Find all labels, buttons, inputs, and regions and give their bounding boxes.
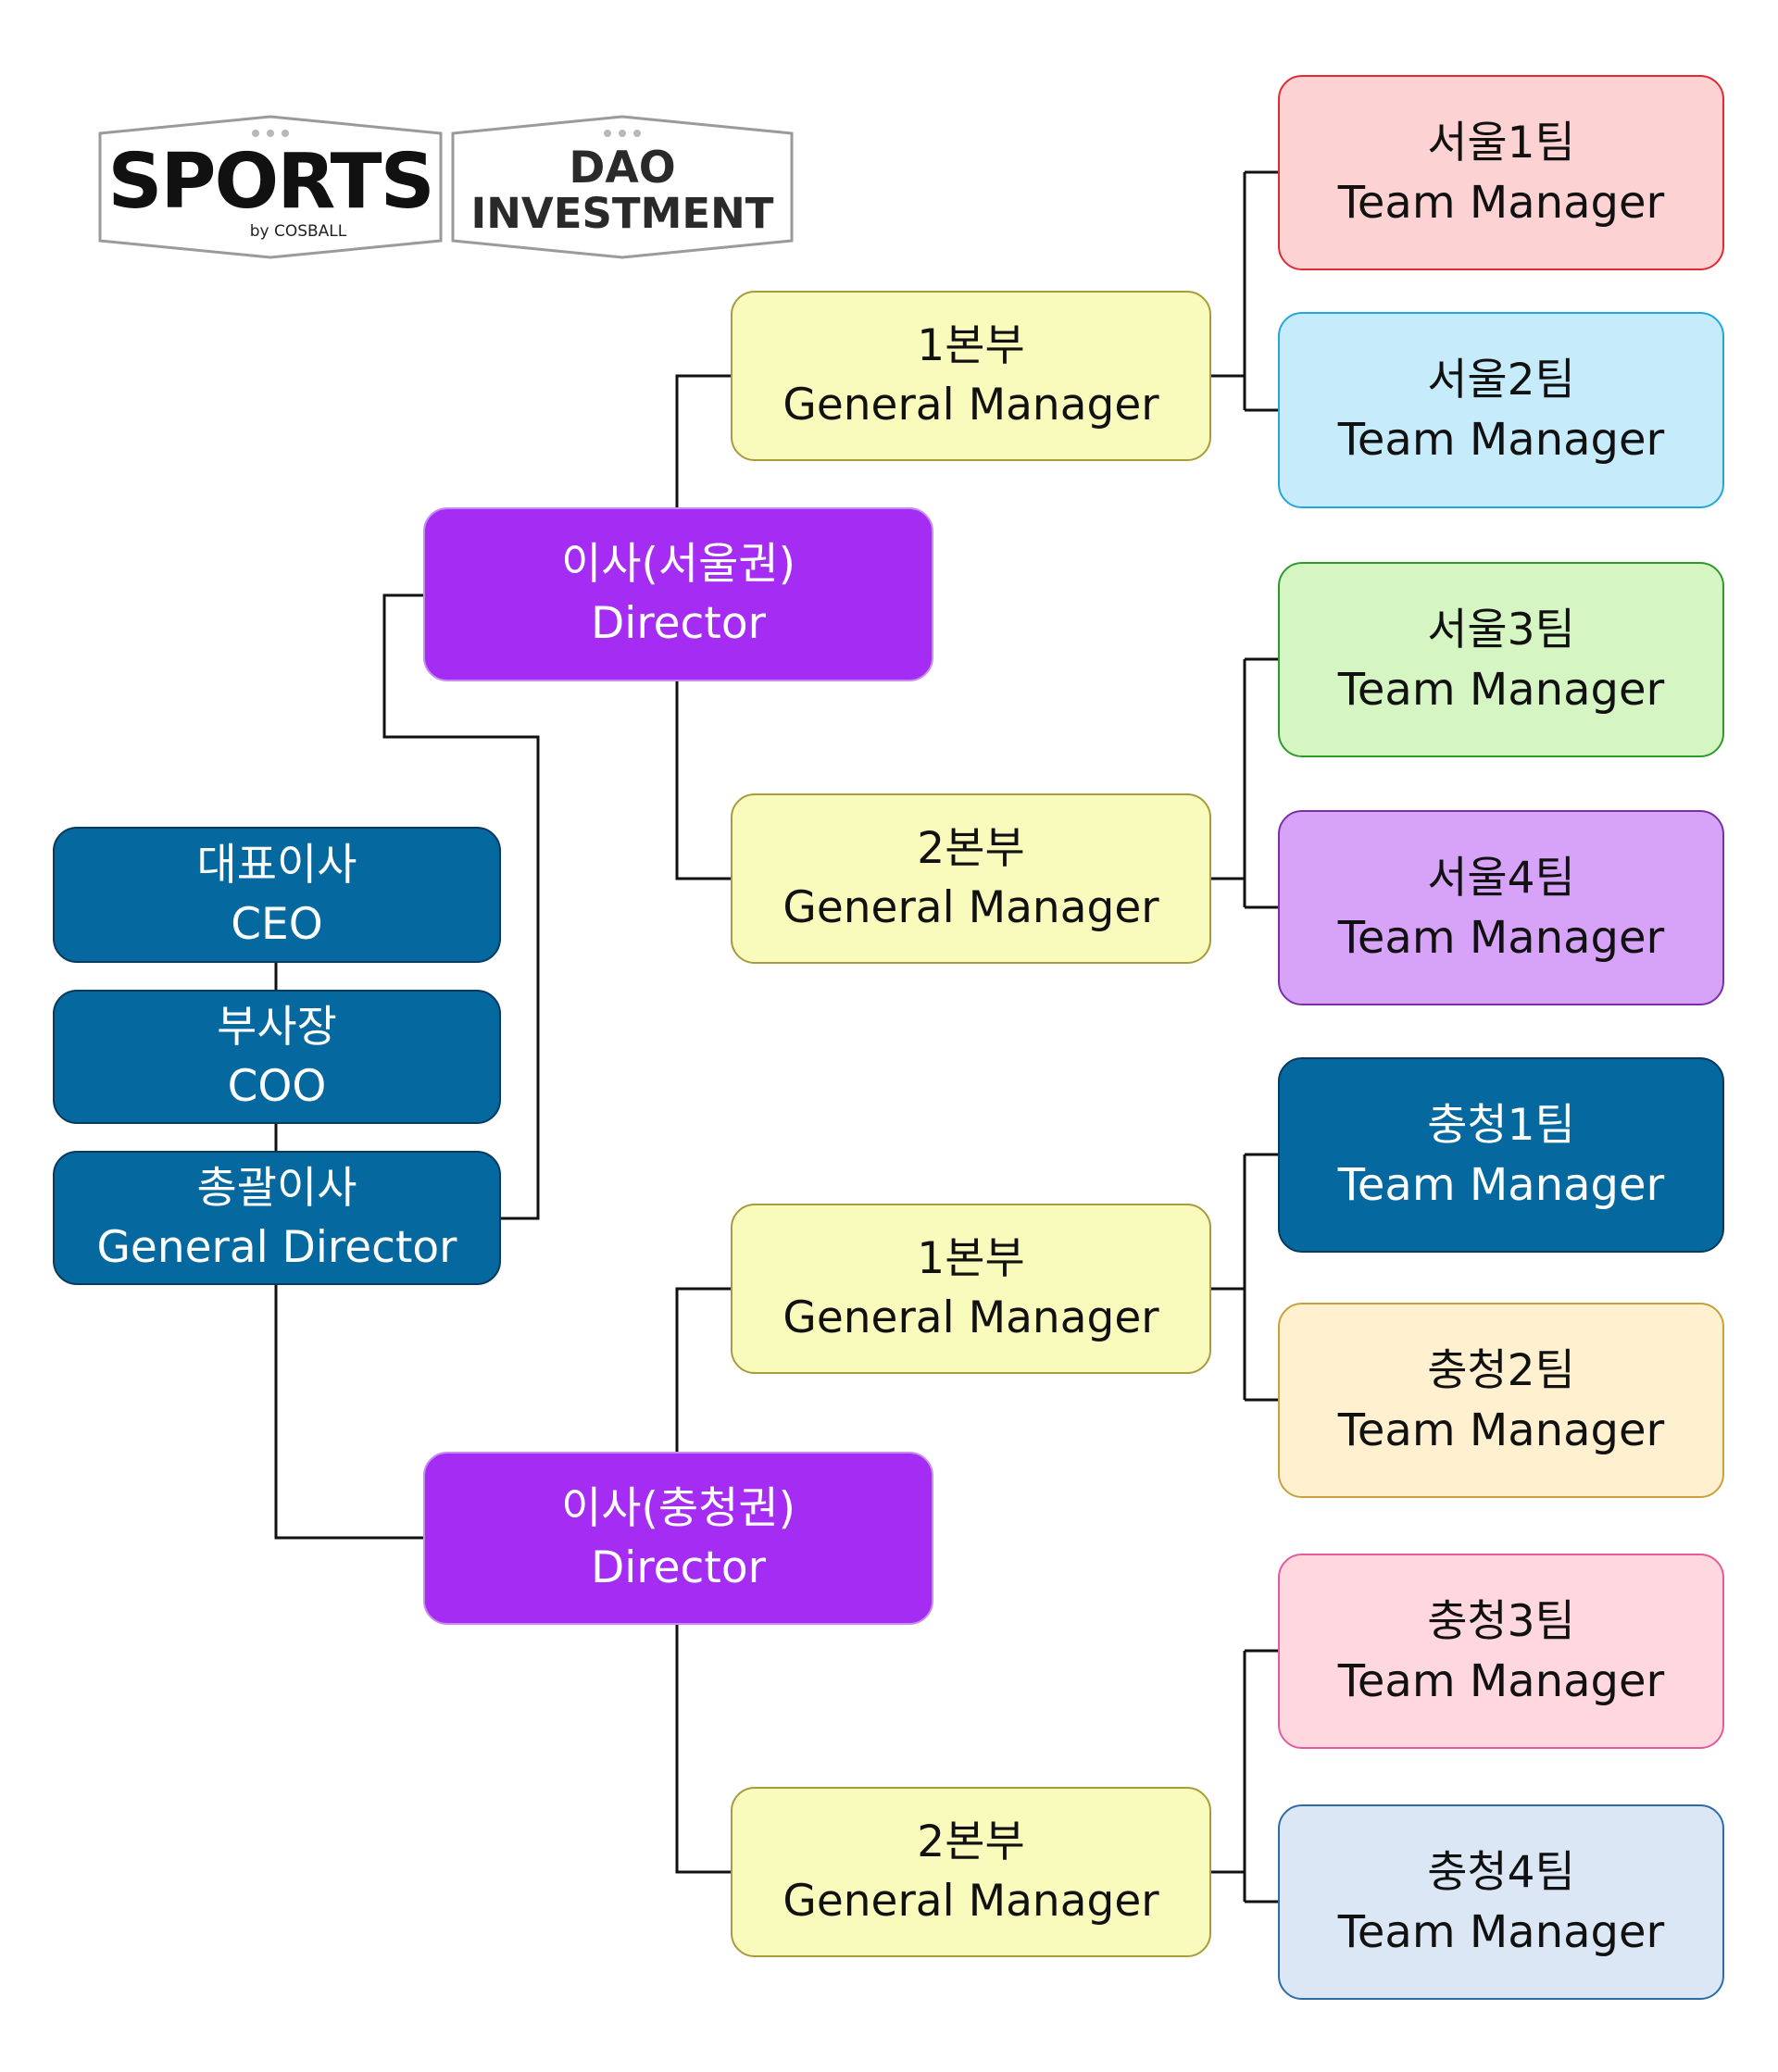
ceo-box: 대표이사 CEO	[53, 827, 501, 963]
connector-cc-gm1-teams	[1211, 1153, 1278, 1402]
team-seoul-2-title-en: Team Manager	[1337, 414, 1665, 466]
connector-seoul-gm2-teams	[1211, 657, 1278, 909]
dao-logo-line2: INVESTMENT	[470, 189, 774, 238]
gm-chungcheong-2-title-kr: 2본부	[917, 1816, 1025, 1867]
team-seoul-1-box: 서울1팀 Team Manager	[1278, 75, 1724, 270]
connector-gd-seoul-director	[382, 593, 540, 1220]
connector-cc-director-gm1	[675, 1287, 731, 1452]
team-chungcheong-2-title-en: Team Manager	[1337, 1404, 1665, 1456]
ceo-title-kr: 대표이사	[196, 839, 357, 891]
gm-chungcheong-1-box: 1본부 General Manager	[731, 1204, 1211, 1374]
team-seoul-4-title-en: Team Manager	[1337, 911, 1665, 964]
connector-gd-cc-director	[274, 1285, 423, 1540]
general-director-title-kr: 총괄이사	[196, 1162, 357, 1214]
director-chungcheong-title-en: Director	[591, 1542, 766, 1593]
team-chungcheong-4-box: 충청4팀 Team Manager	[1278, 1804, 1724, 2000]
connector-cc-gm2-teams	[1211, 1649, 1278, 1903]
dao-logo-line1: DAO	[569, 143, 676, 193]
team-seoul-1-title-kr: 서울1팀	[1427, 117, 1575, 169]
gm-seoul-1-title-en: General Manager	[783, 380, 1159, 431]
director-chungcheong-title-kr: 이사(충청권)	[561, 1482, 795, 1534]
connector-seoul-gm1-teams	[1211, 170, 1278, 412]
team-chungcheong-2-box: 충청2팀 Team Manager	[1278, 1303, 1724, 1498]
team-seoul-2-title-kr: 서울2팀	[1427, 355, 1575, 406]
team-chungcheong-4-title-kr: 충청4팀	[1427, 1846, 1575, 1898]
sports-logo-title: SPORTS	[107, 138, 434, 226]
connector-seoul-director-gm1	[675, 374, 731, 507]
team-chungcheong-4-title-en: Team Manager	[1337, 1905, 1665, 1958]
team-seoul-1-title-en: Team Manager	[1337, 176, 1665, 229]
team-chungcheong-3-title-kr: 충청3팀	[1427, 1595, 1575, 1647]
team-chungcheong-1-box: 충청1팀 Team Manager	[1278, 1057, 1724, 1253]
team-chungcheong-1-title-kr: 충청1팀	[1427, 1099, 1575, 1151]
gm-seoul-2-title-kr: 2본부	[917, 823, 1025, 874]
gm-seoul-2-title-en: General Manager	[783, 882, 1159, 933]
team-seoul-4-box: 서울4팀 Team Manager	[1278, 810, 1724, 1005]
coo-title-kr: 부사장	[217, 1001, 337, 1053]
team-chungcheong-3-box: 충청3팀 Team Manager	[1278, 1554, 1724, 1749]
director-seoul-title-en: Director	[591, 598, 766, 649]
ceo-title-en: CEO	[231, 898, 323, 950]
director-seoul-title-kr: 이사(서울권)	[561, 539, 795, 590]
team-seoul-3-box: 서울3팀 Team Manager	[1278, 562, 1724, 757]
connector-seoul-director-gm2	[675, 681, 731, 880]
general-director-box: 총괄이사 General Director	[53, 1151, 501, 1285]
gm-seoul-2-box: 2본부 General Manager	[731, 793, 1211, 964]
team-chungcheong-1-title-en: Team Manager	[1337, 1158, 1665, 1211]
sports-logo: SPORTS by COSBALL	[98, 115, 443, 259]
gm-chungcheong-2-box: 2본부 General Manager	[731, 1787, 1211, 1957]
gm-chungcheong-1-title-en: General Manager	[783, 1292, 1159, 1343]
team-seoul-3-title-kr: 서울3팀	[1427, 604, 1575, 655]
general-director-title-en: General Director	[96, 1221, 457, 1273]
coo-box: 부사장 COO	[53, 990, 501, 1124]
gm-chungcheong-1-title-kr: 1본부	[917, 1233, 1025, 1284]
dao-investment-logo: DAO INVESTMENT	[451, 115, 794, 259]
team-seoul-3-title-en: Team Manager	[1337, 663, 1665, 716]
director-chungcheong-box: 이사(충청권) Director	[423, 1452, 933, 1625]
team-seoul-4-title-kr: 서울4팀	[1427, 852, 1575, 904]
gm-seoul-1-box: 1본부 General Manager	[731, 291, 1211, 461]
team-chungcheong-3-title-en: Team Manager	[1337, 1654, 1665, 1707]
gm-seoul-1-title-kr: 1본부	[917, 320, 1025, 371]
gm-chungcheong-2-title-en: General Manager	[783, 1876, 1159, 1927]
team-seoul-2-box: 서울2팀 Team Manager	[1278, 312, 1724, 508]
connector-cc-director-gm2	[675, 1625, 731, 1874]
sports-logo-subtitle: by COSBALL	[249, 222, 347, 241]
director-seoul-box: 이사(서울권) Director	[423, 507, 933, 681]
coo-title-en: COO	[227, 1060, 327, 1112]
team-chungcheong-2-title-kr: 충청2팀	[1427, 1344, 1575, 1396]
